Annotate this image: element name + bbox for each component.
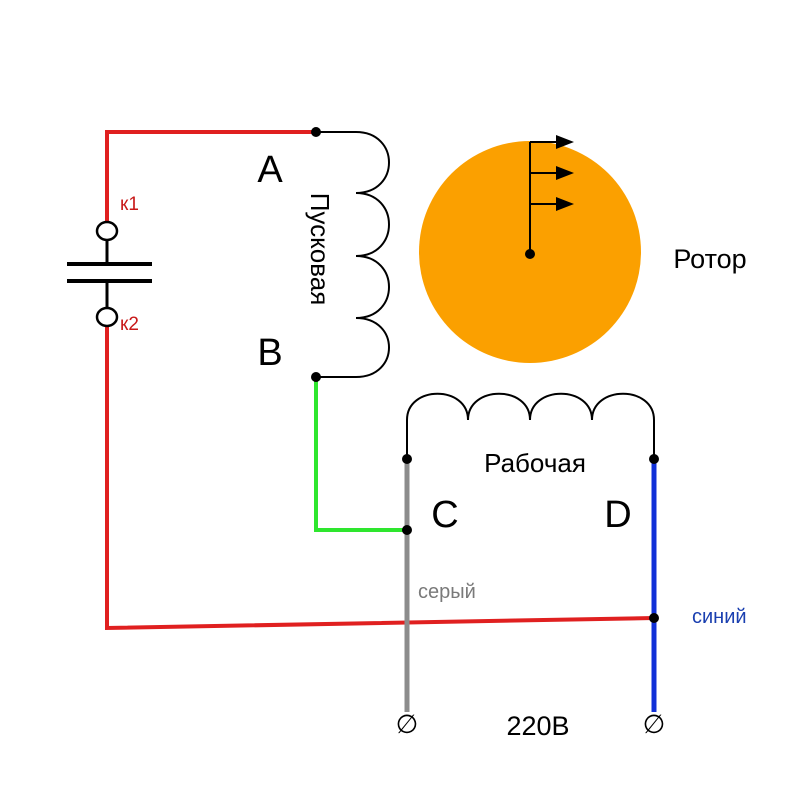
junction-dots <box>311 127 659 623</box>
run-winding-coil <box>406 392 655 459</box>
junction-b <box>311 372 321 382</box>
rotor <box>419 135 641 363</box>
capacitor-terminal-k1 <box>95 220 119 242</box>
rotor-arrow-head-2 <box>556 166 574 180</box>
terminal-a-label: A <box>257 149 283 191</box>
supply-voltage-label: 220В <box>506 711 569 741</box>
capacitor-k1-label: к1 <box>120 194 139 215</box>
start-winding-path <box>316 131 390 378</box>
junction-a <box>311 127 321 137</box>
red-wire-lower <box>105 325 655 631</box>
capacitor-terminal-k2 <box>95 306 119 328</box>
supply-terminal-left: ∅ <box>396 709 419 739</box>
supply-terminal-right: ∅ <box>643 709 666 739</box>
terminal-d-label: D <box>604 494 631 536</box>
terminal-b-label: B <box>257 332 282 374</box>
junction-d-supply <box>649 613 659 623</box>
terminal-c-label: C <box>431 494 458 536</box>
junction-c-top <box>402 454 412 464</box>
run-winding-path <box>406 392 655 459</box>
capacitor <box>67 220 152 328</box>
start-winding-coil <box>316 131 390 378</box>
red-wire-upper <box>105 130 316 223</box>
capacitor-circuit-wire <box>105 130 655 631</box>
jumper-wire-b-to-c <box>314 377 407 532</box>
run-winding-label: Рабочая <box>484 448 586 478</box>
start-winding-label: Пусковая <box>305 193 335 306</box>
rotor-label: Ротор <box>673 244 746 274</box>
capacitor-k2-label: к2 <box>120 314 139 335</box>
junction-c <box>402 525 412 535</box>
gray-wire-label: серый <box>418 581 476 603</box>
junction-d-top <box>649 454 659 464</box>
rotor-center-dot <box>525 249 535 259</box>
rotor-arrow-head-1 <box>556 135 574 149</box>
blue-wire-label: синий <box>692 606 747 628</box>
rotor-arrow-head-3 <box>556 197 574 211</box>
